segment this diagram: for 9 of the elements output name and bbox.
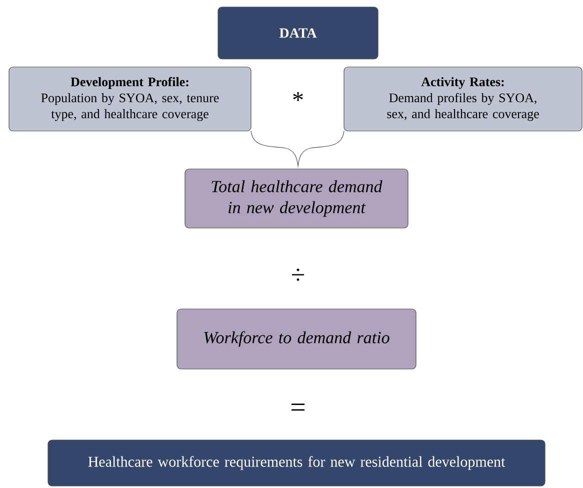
profile-box: Development Profile: Population by SYOA, sex, tenure type, and healthcare coverage — [8, 66, 252, 132]
result-box: Total healthcare demand in new development — [184, 168, 408, 228]
operator-symbol: * — [293, 92, 303, 101]
ratio-box: Workforce to demand ratio — [176, 308, 416, 370]
output-box: Healthcare workforce requirements for new residential development — [48, 440, 546, 486]
rates-box: Activity Rates: Demand profiles by SYOA, sex, and healthcare coverage — [344, 66, 582, 132]
data-box: DATA — [218, 6, 378, 60]
operator-symbol: = — [292, 404, 305, 411]
operator-symbol: ÷ — [292, 268, 304, 281]
